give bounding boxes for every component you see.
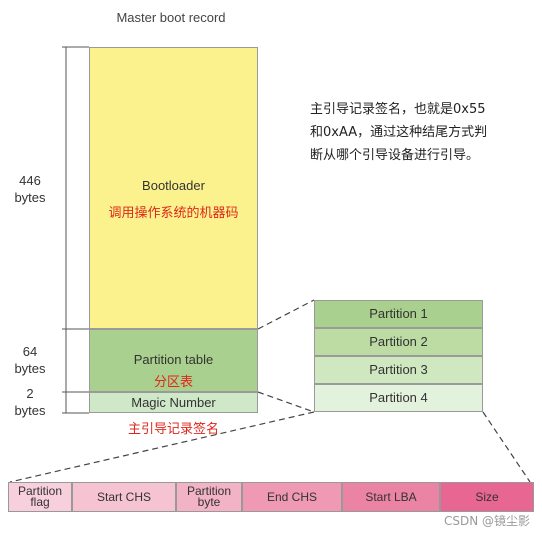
bootloader-block: Bootloader 调用操作系统的机器码 [89, 47, 258, 329]
entry-field-start-lba-label: Start LBA [365, 489, 417, 504]
partition-table-size-unit: bytes [14, 361, 46, 376]
entry-field-start-chs: Start CHS [72, 482, 176, 512]
entry-field-end-chs: End CHS [242, 482, 342, 512]
partition-table-annotation: 分区表 [153, 375, 193, 390]
bootloader-size-unit: bytes [14, 190, 46, 205]
signature-note: 主引导记录签名，也就是0x55 和0xAA，通过这种结尾方式判 断从哪个引导设备… [310, 98, 510, 167]
dashed-line-table-top [257, 299, 315, 330]
magic-number-block: Magic Number [89, 392, 258, 413]
partition-table-size-number: 64 [22, 344, 38, 359]
csdn-watermark: CSDN @镜尘影 [443, 514, 530, 528]
magic-number-annotation: 主引导记录签名 [127, 422, 219, 437]
entry-field-start-lba: Start LBA [342, 482, 440, 512]
partition-2-block: Partition 2 [314, 328, 483, 356]
bootloader-size-number: 446 [19, 173, 41, 188]
partition-4-block: Partition 4 [314, 384, 483, 412]
signature-note-line-1: 主引导记录签名，也就是0x55 [310, 102, 486, 117]
entry-field-partition-byte-line-1: Partition [186, 484, 232, 498]
signature-note-line-2: 和0xAA，通过这种结尾方式判 [310, 125, 488, 140]
entry-field-size-label: Size [475, 489, 499, 504]
bootloader-label: Bootloader [142, 178, 205, 193]
entry-field-size: Size [440, 482, 534, 512]
partition-table-size: 64 bytes [4, 343, 56, 377]
magic-number-size: 2 bytes [4, 385, 56, 419]
entry-field-end-chs-label: End CHS [266, 489, 318, 504]
dashed-line-table-bottom [257, 391, 315, 413]
entry-field-partition-flag-line-2: flag [30, 495, 50, 509]
entry-field-start-chs-label: Start CHS [96, 489, 151, 504]
partition-table-label: Partition table [133, 352, 214, 367]
bootloader-annotation: 调用操作系统的机器码 [108, 206, 239, 221]
entry-field-partition-byte-line-2: byte [197, 495, 221, 509]
diagram-title: Master boot record [116, 10, 226, 25]
signature-note-line-3: 断从哪个引导设备进行引导。 [310, 148, 480, 163]
partition-3-block: Partition 3 [314, 356, 483, 384]
magic-number-size-unit: bytes [14, 403, 46, 418]
partition-1-block: Partition 1 [314, 300, 483, 328]
partition-table-block: Partition table 分区表 [89, 329, 258, 392]
bootloader-size: 446 bytes [4, 172, 56, 206]
magic-number-size-number: 2 [26, 386, 34, 401]
dashed-line-entry-right [482, 411, 531, 483]
entry-field-partition-flag-line-1: Partition [17, 484, 63, 498]
dashed-line-entry-left [9, 411, 315, 483]
magic-number-label: Magic Number [131, 395, 216, 410]
